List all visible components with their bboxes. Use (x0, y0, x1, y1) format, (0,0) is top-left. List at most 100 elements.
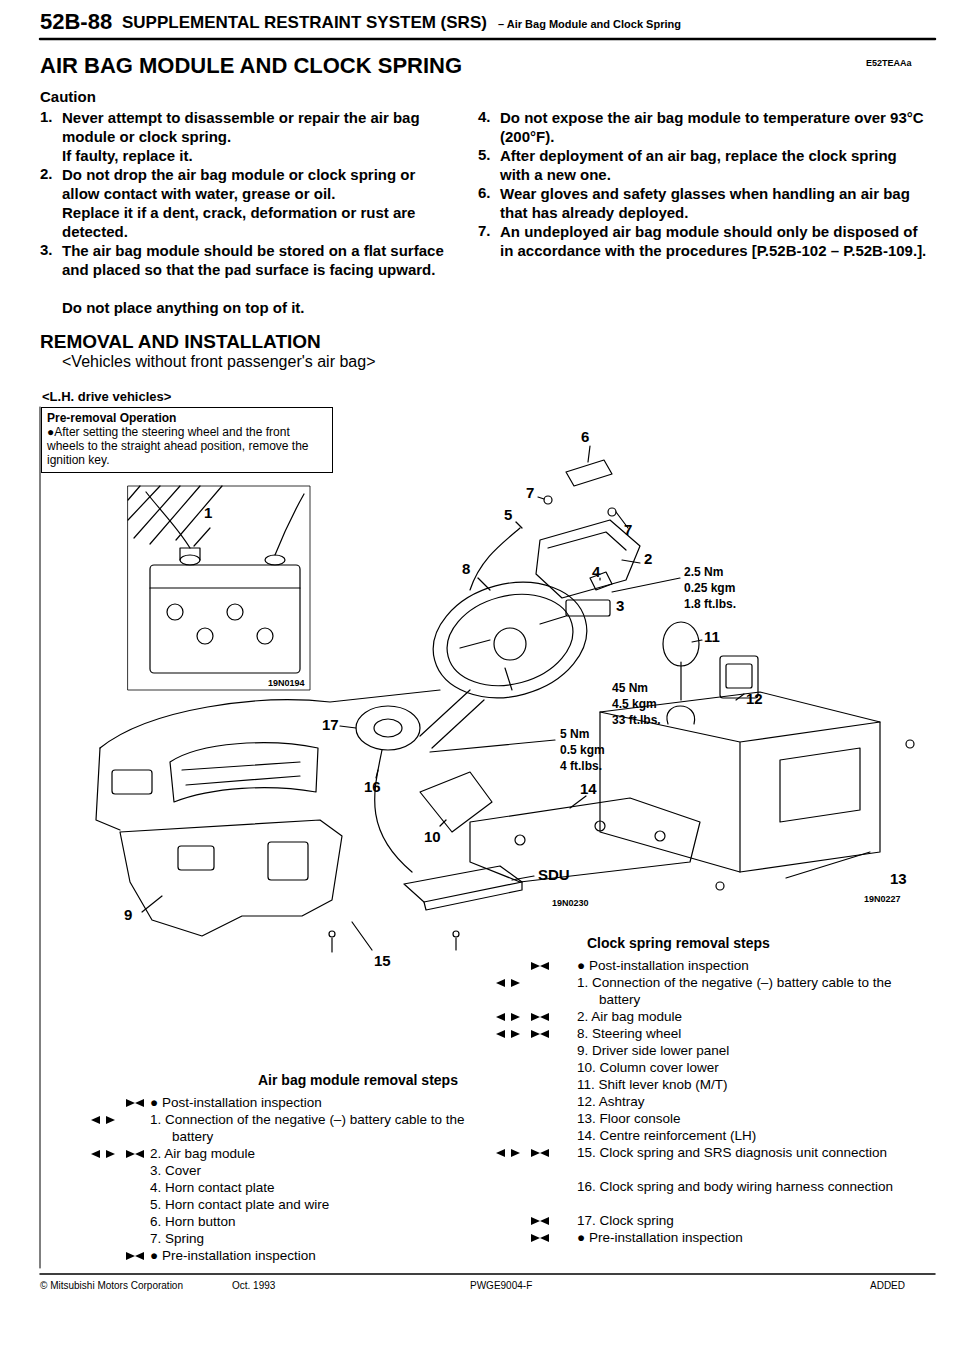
removal-step: 4. Horn contact plate (150, 1179, 472, 1196)
header-rule (40, 38, 935, 41)
torque-spec: 5 Nm (560, 726, 589, 742)
air-bag-module (470, 446, 680, 616)
callout-number: 15 (374, 952, 391, 971)
callout-number: 7 (526, 484, 534, 503)
caution-text: If faulty, replace it. (62, 146, 457, 165)
removal-step: ● Pre-installation inspection (150, 1247, 472, 1264)
torque-spec: 0.5 kgm (560, 742, 605, 758)
callout-number: 17 (322, 716, 339, 735)
callout-number: 7 (624, 521, 632, 540)
callout-number: 4 (592, 563, 600, 582)
section-subheader: – Air Bag Module and Clock Spring (498, 18, 681, 32)
box-heading: Pre-removal Operation (47, 411, 327, 425)
callout-number: 6 (581, 428, 589, 447)
item-number: 2. (40, 165, 53, 184)
item-number: 6. (478, 184, 491, 203)
removal-step: 13. Floor console (577, 1110, 899, 1127)
box-text: ●After setting the steering wheel and th… (47, 425, 327, 467)
footer-text: ADDED (870, 1280, 905, 1293)
caution-text: The air bag module should be stored on a… (62, 241, 457, 279)
floor-console (600, 622, 914, 890)
steps-heading: Clock spring removal steps (587, 935, 770, 953)
caution-text: After deployment of an air bag, replace … (500, 146, 930, 184)
removal-step: 2. Air bag module (150, 1145, 472, 1162)
callout-number: 1 (204, 504, 212, 523)
removal-step: 7. Spring (150, 1230, 472, 1247)
callout-number: 9 (124, 906, 132, 925)
step-markers (91, 962, 549, 1260)
removal-step: ● Post-installation inspection (150, 1094, 472, 1111)
removal-step: 1. Connection of the negative (–) batter… (577, 974, 899, 1008)
callout-number: 2 (644, 550, 652, 569)
caution-heading: Caution (40, 88, 96, 107)
removal-step: 11. Shift lever knob (M/T) (577, 1076, 899, 1093)
callout-number: 11 (704, 628, 720, 647)
battery-inset (128, 486, 310, 690)
removal-step: 10. Column cover lower (577, 1059, 899, 1076)
figure-code: 19N0227 (864, 894, 901, 905)
removal-step: 17. Clock spring (577, 1212, 899, 1229)
removal-step: 12. Ashtray (577, 1093, 899, 1110)
footer-text: PWGE9004-F (470, 1280, 532, 1293)
removal-step: 14. Centre reinforcement (LH) (577, 1127, 899, 1144)
torque-spec: 4 ft.lbs. (560, 758, 602, 774)
item-number: 4. (478, 108, 491, 127)
torque-spec: 0.25 kgm (684, 580, 735, 596)
torque-spec: 2.5 Nm (684, 564, 723, 580)
variant-heading: <L.H. drive vehicles> (42, 389, 171, 405)
callout-number: 3 (616, 597, 624, 616)
note-box: Pre-removal Operation●After setting the … (41, 407, 333, 473)
item-number: 1. (40, 108, 53, 127)
document-code: E52TEAAa (866, 58, 912, 69)
removal-step: 6. Horn button (150, 1213, 472, 1230)
callout-number: 5 (504, 506, 512, 525)
callout-number: 13 (890, 870, 907, 889)
figure-code: 19N0230 (552, 898, 589, 909)
footer-rule (40, 1273, 935, 1275)
item-number: 7. (478, 222, 491, 241)
torque-spec: 4.5 kgm (612, 696, 657, 712)
item-number: 5. (478, 146, 491, 165)
callout-number: 12 (746, 690, 763, 709)
footer-text: © Mitsubishi Motors Corporation (40, 1280, 183, 1293)
caution-text: Replace it if a dent, crack, deformation… (62, 203, 457, 241)
item-number: 3. (40, 241, 53, 260)
footer-text: Oct. 1993 (232, 1280, 275, 1293)
torque-spec: 45 Nm (612, 680, 648, 696)
removal-step: 2. Air bag module (577, 1008, 899, 1025)
lower-panel (120, 820, 372, 952)
caution-text: Do not expose the air bag module to temp… (500, 108, 930, 146)
instrument-panel (96, 690, 440, 830)
callout-number: 14 (580, 780, 597, 799)
sub-heading: <Vehicles without front passenger's air … (62, 352, 375, 372)
callout-number: 8 (462, 560, 470, 579)
removal-step: 9. Driver side lower panel (577, 1042, 899, 1059)
caution-text: Do not drop the air bag module or clock … (62, 165, 457, 203)
frame-line (40, 407, 41, 1268)
callout-number: 16 (364, 778, 381, 797)
removal-step: ● Pre-installation inspection (577, 1229, 899, 1246)
figure-code: 19N0194 (268, 678, 305, 689)
caution-text: Never attempt to disassemble or repair t… (62, 108, 457, 146)
removal-step: 3. Cover (150, 1162, 472, 1179)
removal-step: ● Post-installation inspection (577, 957, 899, 974)
removal-step: 15. Clock spring and SRS diagnosis unit … (577, 1144, 899, 1161)
section-heading: REMOVAL AND INSTALLATION (40, 330, 321, 354)
torque-spec: 33 ft.lbs. (612, 712, 661, 728)
removal-step: 1. Connection of the negative (–) batter… (150, 1111, 472, 1145)
section-header: SUPPLEMENTAL RESTRAINT SYSTEM (SRS) (122, 12, 487, 33)
removal-step: 5. Horn contact plate and wire (150, 1196, 472, 1213)
callout-number: 10 (424, 828, 441, 847)
page-title: AIR BAG MODULE AND CLOCK SPRING (40, 52, 462, 80)
caution-text: An undeployed air bag module should only… (500, 222, 930, 260)
torque-spec: 1.8 ft.lbs. (684, 596, 736, 612)
caution-text: Wear gloves and safety glasses when hand… (500, 184, 930, 222)
steering-wheel (420, 566, 600, 715)
page-number: 52B-88 (40, 8, 112, 36)
removal-step: 16. Clock spring and body wiring harness… (577, 1178, 899, 1195)
steering-column (340, 690, 555, 872)
removal-step: 8. Steering wheel (577, 1025, 899, 1042)
caution-text: Do not place anything on top of it. (62, 298, 457, 317)
steps-heading: Air bag module removal steps (258, 1072, 458, 1090)
reinforcement-and-sdu (404, 796, 700, 950)
